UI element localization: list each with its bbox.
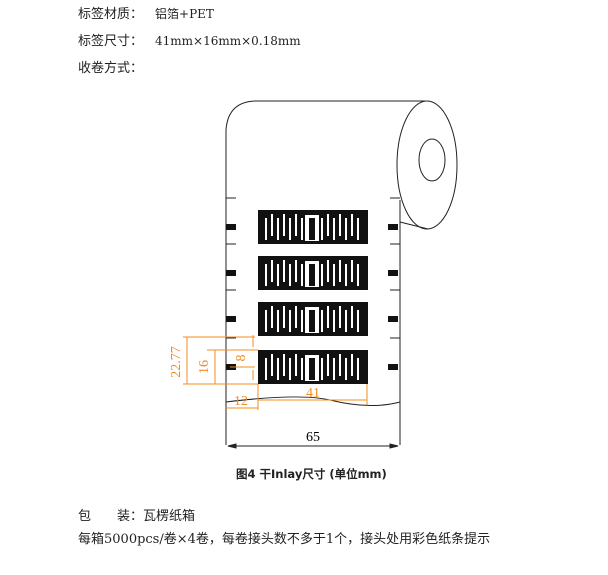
packaging: 包 装：瓦楞纸箱 <box>78 505 195 524</box>
spec-value: 铝箔+PET <box>155 7 214 21</box>
sensor-mark-left <box>226 224 236 230</box>
spec-label: 收卷方式： <box>78 61 144 76</box>
spec-material: 标签材质： 铝箔+PET <box>78 3 214 22</box>
orange-dimensions <box>183 335 368 410</box>
dim-12: 12 <box>234 394 248 409</box>
inlay-label <box>226 289 400 336</box>
dim-8: 8 <box>234 355 249 362</box>
dim-16: 16 <box>197 360 212 374</box>
packaging-label: 包 装： <box>78 509 144 524</box>
figure-caption: 图4 干Inlay尺寸 (单位mm) <box>236 467 387 481</box>
spec-value: 41mm×16mm×0.18mm <box>155 34 301 48</box>
sensor-mark-left <box>226 316 236 322</box>
sensor-mark-right <box>388 270 398 276</box>
inlay-label <box>226 197 400 244</box>
spec-label: 标签材质： <box>78 7 144 22</box>
sensor-mark-right <box>388 364 398 370</box>
packaging-note: 每箱5000pcs/卷×4卷，每卷接头数不多于1个，接头处用彩色纸条提示 <box>78 532 491 547</box>
inlay-label <box>226 337 400 384</box>
inlay-roll-diagram: 65 22.77 16 8 12 41 <box>169 100 458 449</box>
spec-winding: 收卷方式： <box>78 57 143 76</box>
inlay-label <box>226 243 400 290</box>
width-dimension <box>227 443 399 449</box>
dim-41: 41 <box>306 386 320 401</box>
dim-22-77: 22.77 <box>169 346 184 378</box>
sensor-mark-left <box>226 270 236 276</box>
spec-size: 标签尺寸： 41mm×16mm×0.18mm <box>78 30 301 49</box>
spec-label: 标签尺寸： <box>78 34 144 49</box>
dim-65: 65 <box>306 430 320 445</box>
sensor-mark-right <box>388 224 398 230</box>
sensor-mark-right <box>388 316 398 322</box>
roll-outline <box>225 100 458 445</box>
packaging-value: 瓦楞纸箱 <box>143 509 196 524</box>
